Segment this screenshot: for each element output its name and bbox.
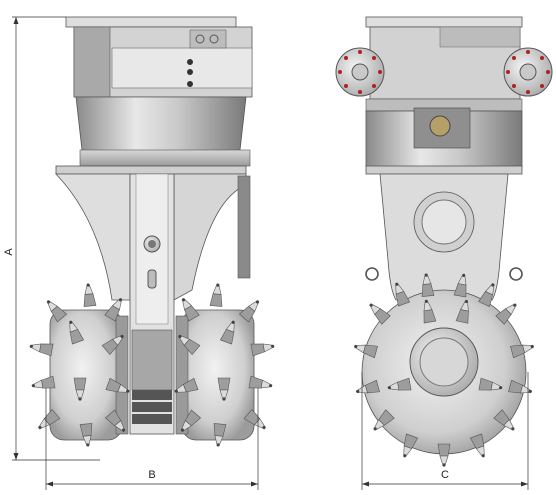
left-flange (335, 47, 385, 97)
left-cutter-drum (49, 309, 129, 441)
right-flange (503, 47, 553, 97)
dimension-b-label: B (148, 469, 155, 481)
dimension-b (45, 388, 259, 490)
front-view (335, 16, 553, 468)
dimension-c-label: C (441, 469, 449, 481)
top-plate-front (365, 16, 523, 28)
top-plate (65, 16, 237, 28)
dimension-c (361, 372, 529, 490)
frame-left (55, 173, 131, 301)
motor-cylinder (75, 96, 247, 156)
frame-right (173, 173, 247, 301)
dimension-a-label: A (3, 248, 15, 256)
dimension-a (12, 16, 100, 461)
side-view (28, 16, 276, 448)
